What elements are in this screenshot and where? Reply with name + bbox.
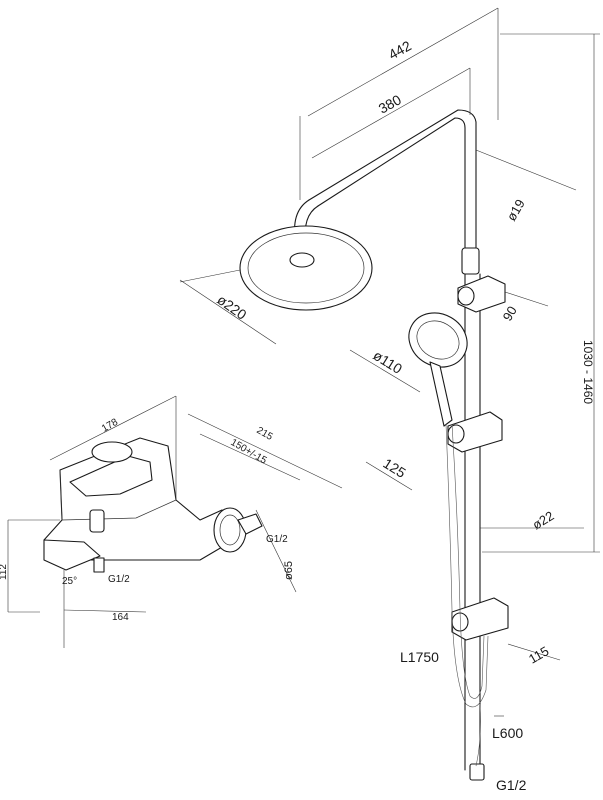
dim-pipe-dia: ø19: [504, 197, 528, 224]
dim-mixer-width: 215: [255, 425, 275, 443]
dim-rosette: ø65: [283, 561, 295, 580]
dim-mixer-depth: 178: [100, 417, 120, 435]
dim-holder: 90: [500, 303, 520, 323]
dim-hose-length: L1750: [400, 649, 439, 665]
dim-bar-dia: ø22: [530, 508, 557, 533]
dim-lower-length: L600: [492, 725, 523, 741]
shower-hose: [445, 423, 489, 767]
dim-bracket: 115: [526, 643, 551, 666]
dim-380: 380: [376, 91, 404, 116]
bath-mixer: [43, 437, 263, 573]
dimension-lines: [7, 7, 600, 717]
dim-inlet-left: G1/2: [266, 534, 288, 545]
rain-shower-head: [239, 225, 373, 311]
dim-spout-angle: 25°: [62, 576, 77, 587]
hand-shower: [408, 312, 468, 427]
dim-hand-offset: 125: [380, 455, 408, 481]
dim-eccentric: 150+/-15: [229, 437, 269, 467]
dim-outlet: G1/2: [108, 574, 130, 585]
dim-head-dia: ø220: [214, 291, 249, 323]
dim-height: 1030 - 1460: [581, 340, 595, 404]
dim-442: 442: [386, 37, 414, 62]
dim-mixer-height: 112: [0, 564, 9, 580]
dim-spout-length: 164: [112, 612, 129, 623]
dim-bottom-thread: G1/2: [496, 777, 527, 793]
shower-column: [294, 109, 509, 781]
